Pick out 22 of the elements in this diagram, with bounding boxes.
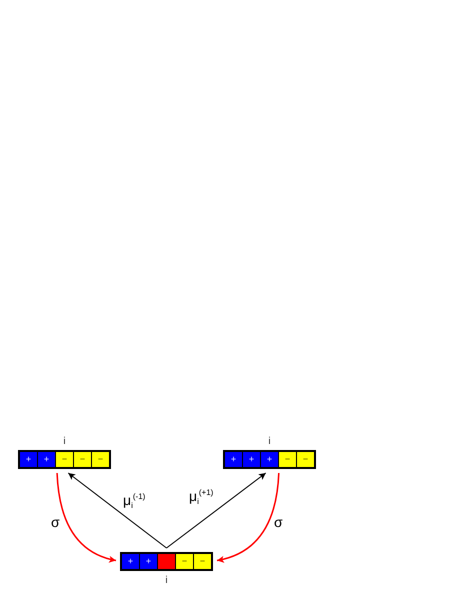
site-label: i [268,436,271,448]
lattice-cell: − [297,452,314,467]
lattice-cell: − [176,554,193,569]
arrow [166,472,266,548]
lattice-cell [158,554,175,569]
site-label: i [63,436,66,448]
site-label: i [165,575,168,587]
lattice-cell: + [243,452,260,467]
lattice-cell: + [225,452,242,467]
lattice-cell: + [122,554,139,569]
lattice-cell: + [140,554,157,569]
arrow [68,472,167,548]
lattice-cell: − [194,554,211,569]
lattice-cell: − [56,452,73,467]
lattice-cell: + [38,452,55,467]
lattice-cell: − [279,452,296,467]
lattice-cell: + [20,452,37,467]
curved-arrow [216,472,280,562]
curved-arrow [56,472,116,562]
lattice-cell: + [261,452,278,467]
lattice-cell: − [74,452,91,467]
lattice-cell: − [92,452,109,467]
